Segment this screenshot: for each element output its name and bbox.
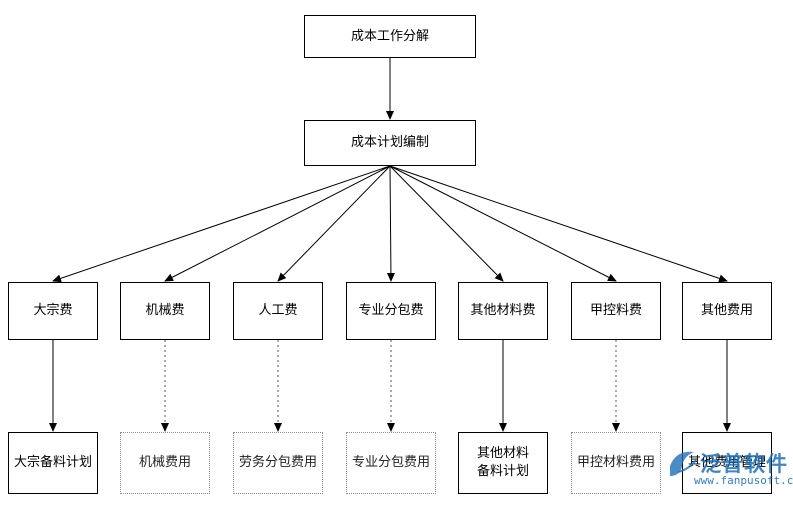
watermark-name: 泛普软件 [700,452,788,476]
arrow-plan-to-category [277,165,391,282]
node-category: 甲控料费 [571,282,661,340]
node-category-label: 人工费 [258,303,298,318]
node-detail-label: 大宗备料计划 [13,455,92,470]
watermark-url: www.fanpusoft.com [694,474,793,487]
node-category: 其他材料费 [458,282,548,340]
node-detail: 机械费用 [120,432,210,494]
arrow-plan-to-category [386,165,395,282]
node-category: 机械费 [120,282,210,340]
node-category-label: 大宗费 [33,303,73,318]
node-plan: 成本计划编制 [304,120,476,166]
watermark: 泛普软件 www.fanpusoft.com [666,444,793,498]
fanpu-logo-icon [670,451,697,476]
node-category: 专业分包费 [346,282,436,340]
node-plan-label: 成本计划编制 [350,135,429,150]
arrow-plan-to-category [389,165,728,283]
node-category: 人工费 [233,282,323,340]
node-category: 其他费用 [682,282,772,340]
node-detail-label: 专业分包费用 [351,455,430,470]
node-detail: 专业分包费用 [346,432,436,494]
node-category-label: 其他费用 [700,303,753,318]
node-detail: 劳务分包费用 [233,432,323,494]
arrow-plan-to-category [389,165,617,282]
node-root-label: 成本工作分解 [350,28,429,44]
arrow-plan-to-category [389,165,504,282]
node-detail: 其他费用管理 [682,432,772,494]
node-detail-label: 甲控材料费用 [576,455,655,470]
node-detail-label: 劳务分包费用 [238,455,317,470]
node-category: 大宗费 [8,282,98,340]
node-detail: 其他材料 备料计划 [458,432,548,494]
node-category-label: 甲控料费 [589,303,642,318]
node-detail: 大宗备料计划 [8,432,98,494]
node-detail-label: 其他费用管理 [687,455,766,470]
node-category-label: 机械费 [145,303,185,318]
arrow-plan-to-category [164,165,391,282]
node-category-label: 专业分包费 [358,303,424,318]
node-detail: 甲控材料费用 [571,432,661,494]
arrow-plan-to-category [52,165,391,283]
node-root: 成本工作分解 [304,15,476,58]
node-detail-label: 机械费用 [138,455,191,470]
node-category-label: 其他材料费 [470,303,536,318]
node-detail-label: 其他材料 备料计划 [476,446,529,479]
